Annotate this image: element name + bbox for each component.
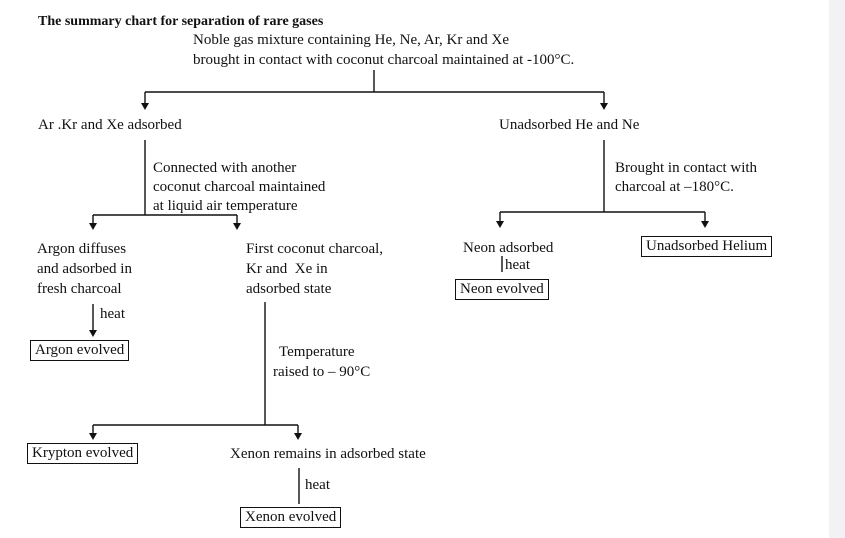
- left-step-line-1: Connected with another: [153, 160, 297, 176]
- arrow-krxe: [233, 223, 241, 230]
- arrow-helium: [701, 221, 709, 228]
- side-strip: [829, 0, 845, 538]
- neon-evolved-box: Neon evolved: [455, 279, 549, 300]
- arrow-argon: [89, 223, 97, 230]
- root-line-1: Noble gas mixture containing He, Ne, Ar,…: [193, 32, 509, 48]
- right-step-line-2: charcoal at –180°C.: [615, 179, 734, 195]
- arrow-neon: [496, 221, 504, 228]
- krxe-text-line-2: Kr and Xe in: [246, 261, 328, 277]
- chart-title: The summary chart for separation of rare…: [38, 14, 324, 29]
- krxe-text-line-3: adsorbed state: [246, 281, 332, 297]
- argon-text-line-3: fresh charcoal: [37, 281, 122, 297]
- xenon-heat-label: heat: [305, 477, 330, 493]
- right-branch-label: Unadsorbed He and Ne: [499, 117, 640, 133]
- left-branch-label: Ar .Kr and Xe adsorbed: [38, 117, 182, 133]
- arrow-left-branch: [141, 103, 149, 110]
- xenon-remains-text: Xenon remains in adsorbed state: [230, 446, 426, 462]
- unadsorbed-helium-box: Unadsorbed Helium: [641, 236, 773, 257]
- krypton-evolved-box: Krypton evolved: [27, 443, 139, 464]
- arrow-krypton: [89, 433, 97, 440]
- argon-heat-label: heat: [100, 306, 125, 322]
- xenon-evolved-box: Xenon evolved: [240, 507, 342, 528]
- argon-text-line-2: and adsorbed in: [37, 261, 132, 277]
- right-step-line-1: Brought in contact with: [615, 160, 758, 176]
- arrow-xenon: [294, 433, 302, 440]
- arrow-right-branch: [600, 103, 608, 110]
- left-step-line-3: at liquid air temperature: [153, 198, 298, 214]
- krxe-text-line-1: First coconut charcoal,: [246, 241, 384, 257]
- left-step-line-2: coconut charcoal maintained: [153, 179, 326, 195]
- root-line-2: brought in contact with coconut charcoal…: [193, 52, 575, 68]
- argon-text-line-1: Argon diffuses: [37, 241, 127, 257]
- krxe-step-line-1: Temperature: [279, 344, 355, 360]
- neon-adsorbed-text: Neon adsorbed: [463, 240, 554, 256]
- neon-heat-label: heat: [505, 257, 530, 273]
- arrow-argon-evolved: [89, 330, 97, 337]
- krxe-step-line-2: raised to – 90°C: [273, 364, 371, 380]
- argon-evolved-box: Argon evolved: [30, 340, 130, 361]
